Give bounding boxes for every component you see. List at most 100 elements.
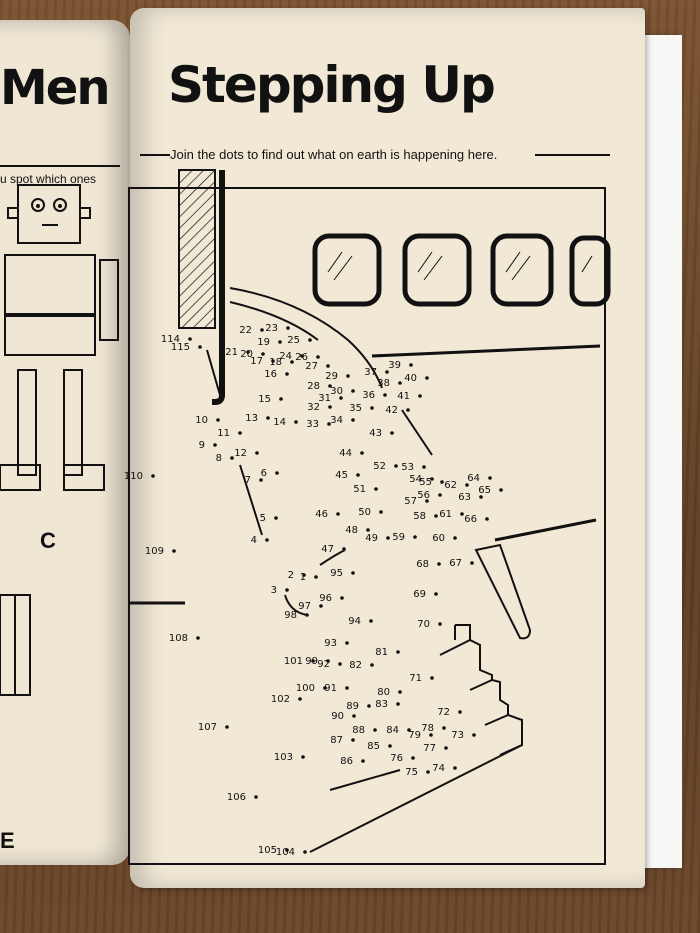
dot-label: 16 <box>264 369 277 380</box>
dot-label: 15 <box>258 394 271 405</box>
dot-label: 53 <box>401 462 414 473</box>
dot-label: 109 <box>145 546 164 557</box>
dot-label: 42 <box>385 405 398 416</box>
dot-label: 62 <box>444 480 457 491</box>
dot-27: 27 <box>305 361 330 372</box>
dot-label: 88 <box>352 725 365 736</box>
dot-label: 31 <box>318 393 331 404</box>
dot-81: 81 <box>375 647 400 658</box>
dot-label: 51 <box>353 484 366 495</box>
dot-label: 10 <box>195 415 208 426</box>
page-title: Stepping Up <box>168 56 496 114</box>
dot-label: 18 <box>269 357 282 368</box>
dot-label: 39 <box>388 360 401 371</box>
dot-label: 93 <box>324 638 337 649</box>
dot-label: 20 <box>240 349 253 360</box>
dot-label: 61 <box>439 509 452 520</box>
aircraft-door <box>178 169 225 405</box>
dot-110: 110 <box>124 471 155 482</box>
dot-label: 115 <box>171 342 190 353</box>
dot-102: 102 <box>271 694 302 705</box>
dot-46: 46 <box>315 509 340 520</box>
dot-23: 23 <box>265 323 290 334</box>
boarding-stairs <box>309 624 523 853</box>
dot-18: 18 <box>269 357 294 368</box>
dot-38: 38 <box>377 378 402 389</box>
dot-6: 6 <box>261 468 279 479</box>
dot-label: 104 <box>276 847 295 858</box>
dot-33: 33 <box>306 419 331 430</box>
dot-22: 22 <box>239 325 264 336</box>
dot-label: 43 <box>369 428 382 439</box>
dot-104: 104 <box>276 847 307 858</box>
dot-11: 11 <box>217 428 242 439</box>
dot-40: 40 <box>404 373 429 384</box>
dot-label: 41 <box>397 391 410 402</box>
dot-95: 95 <box>330 568 355 579</box>
dot-label: 29 <box>325 371 338 382</box>
dot-51: 51 <box>353 484 378 495</box>
dot-106: 106 <box>227 792 258 803</box>
dot-100: 100 <box>296 683 327 694</box>
dot-label: 1 <box>300 572 306 583</box>
dot-label: 80 <box>377 687 390 698</box>
dot-label: 14 <box>273 417 286 428</box>
dot-92: 92 <box>317 659 342 670</box>
dot-label: 81 <box>375 647 388 658</box>
dot-114: 114 <box>161 334 192 345</box>
dot-94: 94 <box>348 616 373 627</box>
dot-label: 110 <box>124 471 143 482</box>
dot-84: 84 <box>386 725 411 736</box>
dot-35: 35 <box>349 403 374 414</box>
dot-label: 68 <box>416 559 429 570</box>
dot-label: 23 <box>265 323 278 334</box>
dot-label: 65 <box>478 485 491 496</box>
dot-label: 33 <box>306 419 319 430</box>
dot-label: 114 <box>161 334 180 345</box>
dot-21: 21 <box>225 347 250 358</box>
dot-label: 19 <box>257 337 270 348</box>
puzzle-frame <box>128 187 606 865</box>
dot-label: 77 <box>423 743 436 754</box>
dot-57: 57 <box>404 496 429 507</box>
dot-label: 63 <box>458 492 471 503</box>
dot-61: 61 <box>439 509 464 520</box>
dot-107: 107 <box>198 722 229 733</box>
dot-52: 52 <box>373 461 398 472</box>
dot-label: 59 <box>392 532 405 543</box>
dot-label: 58 <box>413 511 426 522</box>
dot-67: 67 <box>449 558 474 569</box>
dot-label: 79 <box>408 730 421 741</box>
dot-label: 72 <box>437 707 450 718</box>
dot-2: 2 <box>288 570 306 581</box>
dot-66: 66 <box>464 514 489 525</box>
dot-label: 7 <box>245 475 251 486</box>
left-page: Men u spot which ones C E <box>0 20 130 865</box>
dot-78: 78 <box>421 723 446 734</box>
dot-label: 101 <box>284 656 303 667</box>
left-page-letter-c: C <box>40 528 56 553</box>
dot-70: 70 <box>417 619 442 630</box>
dot-label: 22 <box>239 325 252 336</box>
dot-12: 12 <box>234 448 259 459</box>
left-page-letter-e: E <box>0 828 15 853</box>
dot-label: 76 <box>390 753 403 764</box>
dot-label: 70 <box>417 619 430 630</box>
dot-label: 98 <box>284 610 297 621</box>
dot-24: 24 <box>279 351 304 362</box>
dot-9: 9 <box>199 440 217 451</box>
dot-14: 14 <box>273 417 298 428</box>
dot-label: 27 <box>305 361 318 372</box>
dot-93: 93 <box>324 638 349 649</box>
dot-69: 69 <box>413 589 438 600</box>
dot-79: 79 <box>408 730 433 741</box>
dot-25: 25 <box>287 335 312 346</box>
dot-8: 8 <box>216 453 234 464</box>
left-page-rule <box>0 165 120 167</box>
dot-90: 90 <box>331 711 356 722</box>
dot-83: 83 <box>375 699 400 710</box>
dot-label: 55 <box>419 477 432 488</box>
dot-65: 65 <box>478 485 503 496</box>
dot-77: 77 <box>423 743 448 754</box>
